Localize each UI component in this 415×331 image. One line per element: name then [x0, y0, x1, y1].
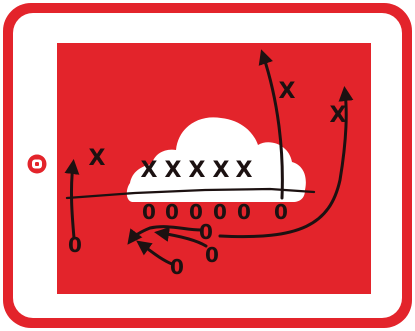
- defender-x: X: [236, 158, 253, 183]
- offense-o: 0: [213, 200, 227, 224]
- offense-o: 0: [165, 200, 179, 224]
- defender-x: X: [189, 158, 206, 183]
- defender-x: X: [330, 103, 347, 128]
- offense-o: 0: [170, 255, 184, 279]
- defender-x: X: [165, 158, 182, 183]
- defender-x: X: [89, 146, 106, 171]
- home-button-icon[interactable]: [28, 155, 47, 174]
- defender-x: X: [141, 158, 158, 183]
- offense-o: 0: [142, 200, 156, 224]
- offense-o: 0: [68, 233, 82, 257]
- offense-o: 0: [205, 243, 219, 267]
- offense-o: 0: [199, 220, 213, 244]
- offense-o: 0: [237, 200, 251, 224]
- offense-o: 0: [274, 200, 288, 224]
- defender-x: X: [213, 158, 230, 183]
- defender-x: X: [279, 79, 296, 104]
